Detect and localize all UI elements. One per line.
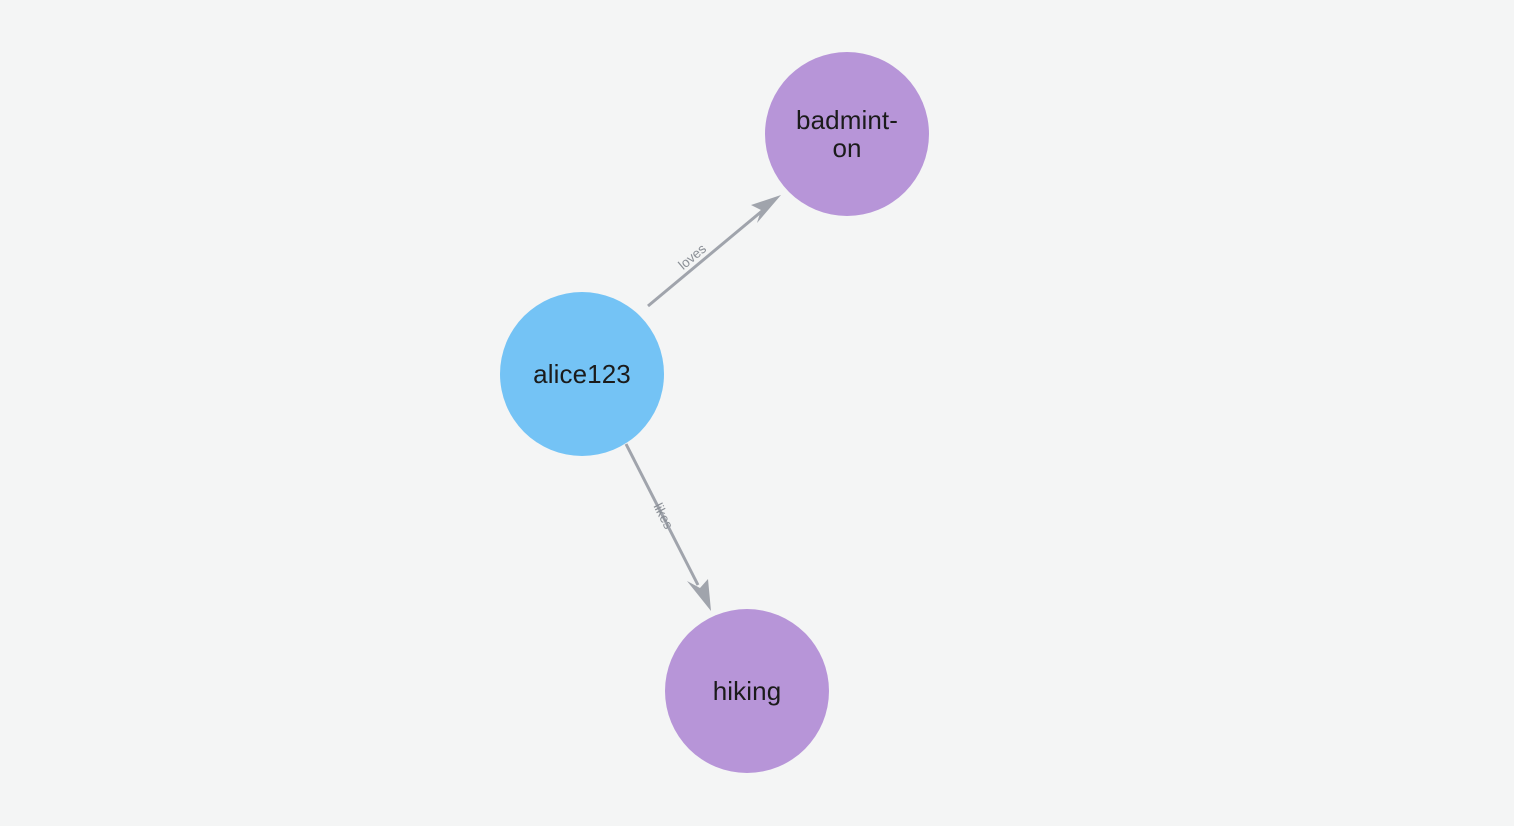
edge-loves-arrowhead [751, 195, 781, 223]
graph-node-hiking[interactable]: hiking [665, 609, 829, 773]
graph-node-badminton[interactable]: badmint- on [765, 52, 929, 216]
edge-likes-line [624, 443, 700, 586]
edge-likes[interactable] [624, 443, 711, 611]
graph-node-label-badminton: badmint- on [796, 105, 898, 163]
graph-node-alice123[interactable]: alice123 [500, 292, 664, 456]
edge-loves[interactable] [647, 195, 781, 308]
graph-node-label-hiking: hiking [712, 676, 782, 706]
edge-likes-arrowhead [687, 579, 711, 611]
graph-node-label-alice123: alice123 [533, 359, 631, 389]
edge-loves-line [647, 204, 769, 308]
